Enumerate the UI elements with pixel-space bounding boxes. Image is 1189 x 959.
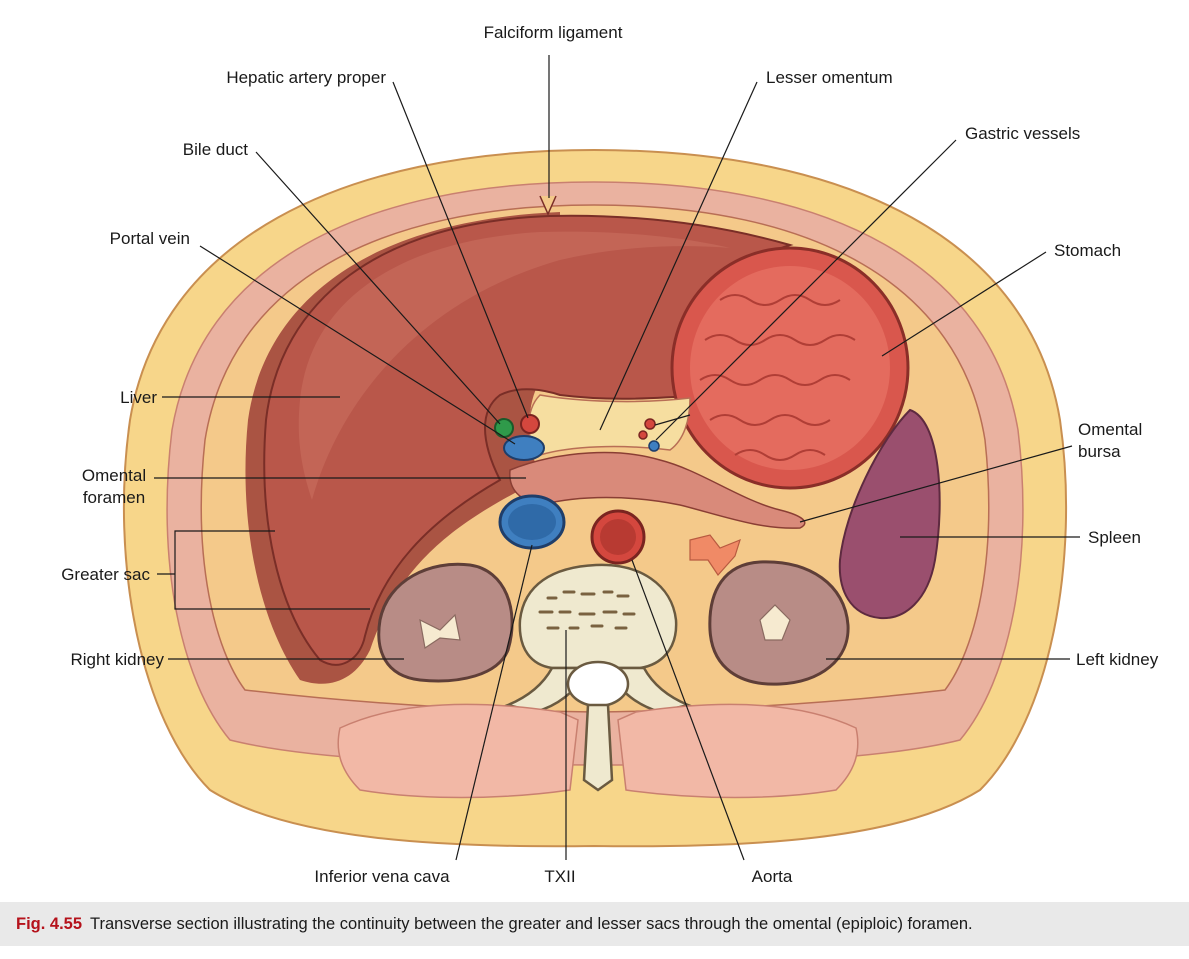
label-omental-foramen-line2: foramen [83,488,145,507]
label-bile-duct: Bile duct [183,140,248,159]
stomach-rugae [699,294,856,461]
aorta-lumen [600,519,636,555]
label-aorta: Aorta [752,867,793,886]
erector-spinae-right [337,703,579,799]
label-left-kidney: Left kidney [1076,650,1159,669]
stomach-mucosa [690,266,890,470]
caption-text: Transverse section illustrating the cont… [90,914,973,933]
label-falciform-ligament: Falciform ligament [484,23,623,42]
falciform-fold [539,195,557,216]
ivc-lumen [508,504,556,540]
lesser-omentum-band [528,394,691,456]
erector-spinae-left [617,703,859,799]
label-hepatic-artery-proper: Hepatic artery proper [226,68,386,87]
label-greater-sac: Greater sac [61,565,150,584]
label-spleen: Spleen [1088,528,1141,547]
portal-vein-vessel [503,435,545,461]
omental-bursa-space [509,451,806,529]
right-kidney-hilum [419,613,461,650]
spinous-process [582,703,614,792]
leader-bile-duct [255,151,501,425]
figure-number: Fig. 4.55 [16,914,83,933]
leader-gastric-vessels [655,139,957,441]
label-omental-foramen-line1: Omental [82,466,146,485]
liver-highlight [298,231,730,500]
label-right-kidney: Right kidney [70,650,164,669]
vertebra-trabecular [538,590,636,630]
leader-omental-bursa [799,445,1073,523]
gastric-vessel-2 [638,430,648,440]
label-gastric-vessels: Gastric vessels [965,124,1080,143]
leader-gastric-vessels-branch [654,414,691,426]
label-portal-vein: Portal vein [110,229,190,248]
label-inferior-vena-cava: Inferior vena cava [314,867,450,886]
label-lesser-omentum: Lesser omentum [766,68,893,87]
transverse-section-diagram: Falciform ligament Hepatic artery proper… [61,23,1159,886]
left-kidney-hilum [759,604,791,641]
spinal-canal [566,660,630,708]
label-omental-bursa-line1: Omental [1078,420,1142,439]
right-kidney-shape [377,562,514,683]
label-stomach: Stomach [1054,241,1121,260]
gastric-vessel-3 [648,440,660,452]
leader-aorta [631,559,745,861]
leader-lesser-omentum [599,81,758,431]
leader-inferior-vena-cava [455,544,533,861]
leader-hepatic-artery-proper [392,81,529,419]
gastric-vessel-1 [644,418,656,430]
leader-lines [154,55,1080,861]
crus-tissue [689,534,741,576]
label-liver: Liver [120,388,157,407]
hepatic-artery-vessel [520,414,540,434]
leader-stomach [881,251,1047,357]
label-omental-bursa-line2: bursa [1078,442,1121,461]
label-txii: TXII [544,867,575,886]
leader-greater-sac-bracket [157,530,370,610]
leader-portal-vein [199,245,516,445]
figure-caption: Fig. 4.55 Transverse section illustratin… [0,902,1189,946]
